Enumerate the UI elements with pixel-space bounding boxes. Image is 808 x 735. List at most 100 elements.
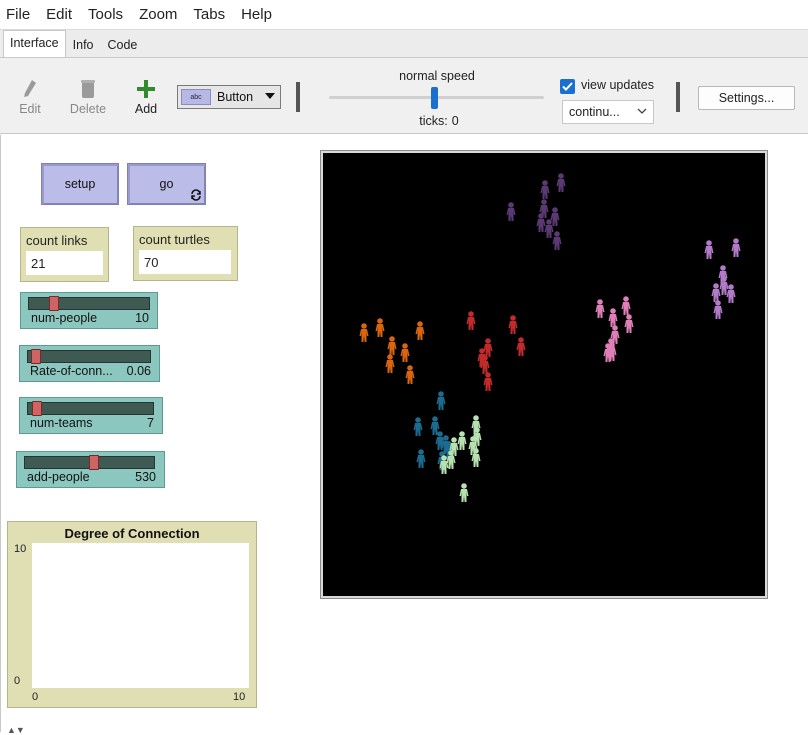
monitor-count-links: count links 21 xyxy=(20,227,109,282)
menu-file[interactable]: File xyxy=(6,6,31,23)
plot-x-max: 10 xyxy=(233,691,246,703)
ticks-label: ticks: xyxy=(419,114,448,128)
ticks-readout: ticks:0 xyxy=(385,114,489,128)
person-turtle xyxy=(540,180,550,199)
go-button[interactable]: go xyxy=(127,163,206,205)
plot-y-min: 0 xyxy=(14,675,21,687)
trash-icon xyxy=(63,76,113,102)
delete-button[interactable]: Delete xyxy=(63,76,113,116)
update-mode-dropdown[interactable]: continu... xyxy=(562,100,654,124)
person-turtle xyxy=(711,283,721,302)
menu-tools[interactable]: Tools xyxy=(88,6,124,23)
plot-canvas xyxy=(32,543,249,688)
person-turtle xyxy=(457,431,467,450)
interface-panel: setup go count links 21 count turtles 70… xyxy=(0,135,808,735)
person-turtle xyxy=(704,240,714,259)
chevron-down-icon xyxy=(265,93,275,99)
person-turtle xyxy=(607,342,617,361)
person-turtle xyxy=(413,417,423,436)
person-turtle xyxy=(459,483,469,502)
slider-track[interactable] xyxy=(28,297,150,310)
person-turtle xyxy=(480,355,490,374)
slider-track[interactable] xyxy=(27,402,154,415)
plot-x-min: 0 xyxy=(32,691,39,703)
view-updates-checkbox[interactable] xyxy=(560,79,575,94)
speed-label: normal speed xyxy=(399,69,475,83)
slider-value: 10 xyxy=(135,311,149,325)
tab-code[interactable]: Code xyxy=(107,38,138,52)
person-turtle xyxy=(556,173,566,192)
slider-rate-of-connection[interactable]: Rate-of-conn... 0.06 xyxy=(19,345,160,382)
button-widget-icon: abc xyxy=(181,89,211,105)
tab-bar: Interface Info Code xyxy=(0,30,808,58)
menu-help[interactable]: Help xyxy=(241,6,272,23)
edit-label: Edit xyxy=(19,102,41,116)
slider-label: add-people xyxy=(27,470,90,484)
slider-label: Rate-of-conn... xyxy=(30,364,113,378)
menu-zoom[interactable]: Zoom xyxy=(139,6,178,23)
person-turtle xyxy=(436,391,446,410)
tab-info[interactable]: Info xyxy=(72,38,94,52)
person-turtle xyxy=(483,372,493,391)
person-turtle xyxy=(387,336,397,355)
person-turtle xyxy=(608,308,618,327)
person-turtle xyxy=(415,321,425,340)
monitor-label: count turtles xyxy=(139,232,210,247)
go-button-label: go xyxy=(159,177,174,191)
plot-degree-of-connection: Degree of Connection 10 0 0 10 xyxy=(7,521,257,708)
slider-num-teams[interactable]: num-teams 7 xyxy=(19,397,163,434)
slider-thumb[interactable] xyxy=(31,349,42,364)
person-turtle xyxy=(405,365,415,384)
person-turtle xyxy=(726,284,736,303)
toolbar-separator xyxy=(296,82,300,112)
slider-value: 530 xyxy=(135,470,156,484)
slider-label: num-people xyxy=(31,311,98,325)
add-button[interactable]: Add xyxy=(121,76,171,116)
add-label: Add xyxy=(134,102,158,116)
person-turtle xyxy=(359,323,369,342)
person-turtle xyxy=(483,338,493,357)
edit-button[interactable]: Edit xyxy=(5,76,55,116)
settings-button[interactable]: Settings... xyxy=(698,86,795,110)
setup-button[interactable]: setup xyxy=(41,163,119,205)
plot-y-max: 10 xyxy=(14,543,27,555)
person-turtle xyxy=(466,311,476,330)
menu-edit[interactable]: Edit xyxy=(46,6,73,23)
slider-track[interactable] xyxy=(27,350,151,363)
person-turtle xyxy=(621,296,631,315)
person-turtle xyxy=(713,300,723,319)
slider-num-people[interactable]: num-people 10 xyxy=(20,292,158,329)
menu-tabs[interactable]: Tabs xyxy=(193,6,226,23)
slider-thumb[interactable] xyxy=(49,296,60,311)
plot-title: Degree of Connection xyxy=(64,526,200,541)
update-mode-value: continu... xyxy=(569,105,620,119)
slider-add-people[interactable]: add-people 530 xyxy=(16,451,165,488)
ticks-value: 0 xyxy=(451,114,459,128)
person-turtle xyxy=(624,314,634,333)
widget-type-value: Button xyxy=(217,90,254,104)
forever-loop-icon xyxy=(191,189,201,201)
monitor-value: 21 xyxy=(26,251,103,275)
person-turtle xyxy=(430,416,440,435)
slider-thumb[interactable] xyxy=(89,455,100,470)
speed-slider-thumb[interactable] xyxy=(431,87,438,109)
setup-button-label: setup xyxy=(64,177,96,191)
slider-thumb[interactable] xyxy=(31,401,42,416)
pencil-icon xyxy=(5,76,55,102)
person-turtle xyxy=(595,299,605,318)
person-turtle xyxy=(385,354,395,373)
person-turtle xyxy=(439,455,449,474)
slider-label: num-teams xyxy=(30,416,93,430)
person-turtle xyxy=(516,337,526,356)
person-turtle xyxy=(375,318,385,337)
monitor-label: count links xyxy=(26,233,88,248)
world-view[interactable] xyxy=(323,153,765,596)
person-turtle xyxy=(536,213,546,232)
menu-bar: File Edit Tools Zoom Tabs Help xyxy=(0,0,808,30)
tab-interface[interactable]: Interface xyxy=(3,30,66,57)
person-turtle xyxy=(544,219,554,238)
widget-type-dropdown[interactable]: abc Button xyxy=(177,85,281,109)
person-turtle xyxy=(552,231,562,250)
monitor-value: 70 xyxy=(139,250,231,274)
person-turtle xyxy=(400,343,410,362)
